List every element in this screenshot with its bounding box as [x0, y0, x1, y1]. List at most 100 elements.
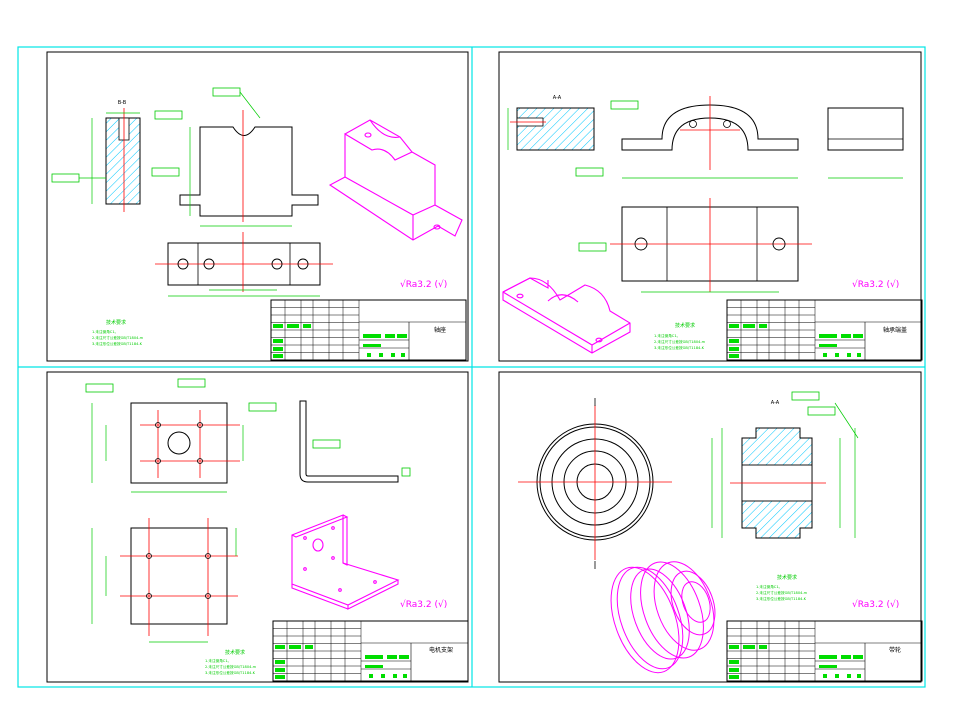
isometric-view [502, 277, 631, 354]
note-2: 2.未注尺寸公差按GB/T1804-m [654, 339, 706, 344]
title-block [726, 620, 923, 682]
note-1: 1.未注倒角C1。 [756, 584, 782, 589]
leader-line [834, 402, 859, 439]
bolt-hole [723, 120, 731, 128]
title-block-field [857, 674, 861, 678]
title-block [270, 299, 467, 361]
bolt-hole [689, 120, 697, 128]
part-name: 电机支架 [429, 646, 453, 654]
title-block-field [305, 645, 313, 649]
leader-line [239, 91, 261, 119]
sheet-border [46, 51, 469, 362]
title-block-field [841, 334, 851, 338]
title-block-field [391, 353, 395, 357]
sheet-border [498, 371, 922, 683]
part-name: 带轮 [889, 646, 901, 654]
title-block-field [823, 353, 827, 357]
tolerance-frame [154, 110, 183, 120]
title-block-field [275, 660, 285, 664]
title-block-field [303, 324, 311, 328]
title-block-field [275, 645, 285, 649]
title-block-field [743, 645, 755, 649]
title-block-field [729, 354, 739, 358]
title-block-field [847, 353, 851, 357]
bolt-hole [271, 258, 283, 270]
title-block-field [759, 645, 767, 649]
tolerance-frame [610, 100, 639, 110]
side-view [827, 107, 904, 151]
section-label: A-A [771, 400, 780, 406]
notes-title: 技术要求 [225, 649, 245, 656]
sheet-bearing-cap: A-A [498, 51, 923, 362]
front-view-outline [621, 104, 799, 151]
note-2: 2.未注尺寸公差按GB/T1804-m [756, 590, 808, 595]
title-block-field [853, 655, 863, 659]
title-block-field [273, 347, 283, 351]
title-block-field [729, 324, 739, 328]
mounting-hole [197, 422, 203, 428]
tolerance-frame [575, 167, 604, 177]
part-name: 轴座 [434, 326, 446, 334]
section-view [516, 107, 595, 151]
title-block-field [819, 655, 837, 659]
title-block [726, 299, 923, 361]
bolt-hole [772, 237, 786, 251]
sheet-pulley: A-A √Ra3.2 (√) 技术要求 1.未注倒角C1。 2.未注尺寸公差按G… [498, 371, 923, 683]
tolerance-frame [177, 378, 206, 388]
mounting-hole [205, 553, 211, 559]
roughness-symbol: √Ra3.2 (√) [852, 599, 899, 610]
roughness-symbol: √Ra3.2 (√) [400, 279, 447, 290]
note-1: 1.未注倒角C1。 [205, 658, 231, 663]
note-2: 2.未注尺寸公差按GB/T1804-m [92, 335, 144, 340]
note-2: 2.未注尺寸公差按GB/T1804-m [205, 664, 257, 669]
notes-title: 技术要求 [106, 319, 126, 326]
title-block-field [743, 324, 755, 328]
sheet-angle-bracket: √Ra3.2 (√) 技术要求 1.未注倒角C1。 2.未注尺寸公差按GB/T1… [46, 371, 469, 683]
title-block-field [847, 674, 851, 678]
title-block-field [385, 334, 395, 338]
title-block-field [403, 674, 407, 678]
title-block-field [275, 668, 285, 672]
sheet-border [46, 371, 469, 683]
title-block [272, 620, 469, 682]
note-3: 3.未注形位公差按GB/T1184-K [756, 596, 807, 601]
tolerance-frame [85, 383, 114, 393]
isometric-view [291, 514, 400, 610]
bolt-hole [203, 258, 215, 270]
title-block-field [729, 347, 739, 351]
section-label: A-A [553, 95, 562, 101]
roughness-symbol: √Ra3.2 (√) [400, 599, 447, 610]
note-1: 1.未注倒角C1。 [92, 329, 118, 334]
title-block-field [367, 353, 371, 357]
title-block-field [369, 674, 373, 678]
part-name: 轴承端盖 [883, 326, 907, 334]
tolerance-frame [248, 402, 277, 412]
title-block-field [857, 353, 861, 357]
title-block-field [363, 334, 381, 338]
title-block-field [397, 334, 407, 338]
bolt-hole [297, 258, 309, 270]
note-1: 1.未注倒角C1。 [654, 333, 680, 338]
sheet-border [498, 51, 922, 362]
tolerance-frame [151, 167, 180, 177]
notes-title: 技术要求 [675, 322, 695, 329]
datum-box [401, 467, 411, 477]
bolt-hole [634, 237, 648, 251]
mounting-hole [197, 458, 203, 464]
title-block-field [365, 665, 383, 668]
title-block-field [393, 674, 397, 678]
tolerance-frame [51, 173, 80, 183]
note-3: 3.未注形位公差按GB/T1184-K [205, 670, 256, 675]
title-block-field [729, 339, 739, 343]
tolerance-frame [212, 87, 241, 97]
title-block-field [365, 655, 383, 659]
front-view-outline [179, 126, 319, 217]
mounting-hole [205, 593, 211, 599]
isometric-view [610, 561, 716, 674]
note-3: 3.未注形位公差按GB/T1184-K [92, 341, 143, 346]
section-label: B-B [118, 100, 127, 106]
roughness-symbol: √Ra3.2 (√) [852, 279, 899, 290]
title-block-field [819, 665, 837, 668]
title-block-field [275, 675, 285, 679]
